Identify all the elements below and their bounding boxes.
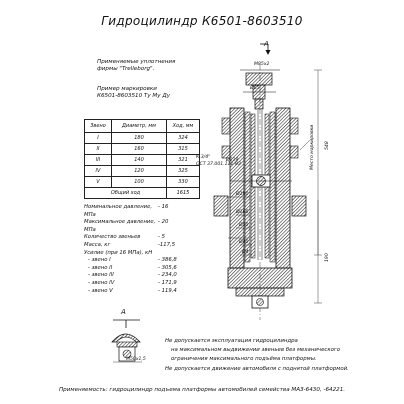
lower-section [213, 195, 307, 309]
dim-m50: М50х1,5 [126, 357, 146, 362]
spec-row: Максимальное давление, МПа- 20 [84, 219, 169, 233]
spec-row: - звено IV- 171,9 [88, 279, 177, 286]
spec-row: - звено II- 305,6 [88, 264, 177, 271]
marking-line1: Пример маркировки [97, 86, 157, 92]
marking-line2: К6501-8603510 Ту Му Ду [97, 93, 171, 99]
spec-row: Масса, кг-117,5 [84, 241, 176, 248]
note-line: ограничения максимального подъёма платфо… [171, 356, 317, 363]
view-label: A [264, 40, 269, 48]
dim-thread: К 3/4" [196, 155, 211, 160]
dim-d219: Ø219 [226, 158, 239, 163]
note-line: Не допускается движение автомобиля с под… [165, 365, 349, 372]
dim-d40: Ø40 [239, 240, 249, 245]
total-stroke-label: Общий ход [84, 187, 167, 199]
marking-example: Пример маркировки К6501-8603510 Ту Му Ду [97, 86, 170, 100]
spec-row: - звено III- 234,0 [88, 272, 177, 279]
spec-row: Усилие (при 16 МПа), кН [84, 249, 153, 256]
dim-m85: М85х2 [254, 62, 270, 67]
dim-d4: Ø4 [242, 250, 249, 255]
total-stroke-value: 1615 [166, 187, 200, 199]
dim-length-548: 548 [325, 141, 330, 150]
table-total-row: Общий ход 1615 [84, 187, 200, 199]
applicability-note: Применяемость: гидроцилиндр подъема плат… [58, 387, 346, 393]
dim-d50: Ø50 [239, 223, 249, 228]
operating-notes: Не допускается эксплуатация гидроцилиндр… [165, 337, 349, 374]
dim-d160: Ø160 [236, 210, 249, 215]
seal-note-line1: Применяемые уплотнения [97, 59, 176, 65]
dim-ost: ОСТ 37.001.111-83 [196, 162, 241, 167]
note-line: Не допускается эксплуатация гидроцилиндр… [165, 338, 298, 344]
detail-view [111, 319, 142, 363]
dimension-lines [228, 69, 322, 304]
dim-d180: Ø180 [236, 192, 249, 197]
seal-note: Применяемые уплотнения фирмы "Trelleborg… [97, 59, 175, 73]
drawing-title: Гидроцилиндр К6501-8603510 [101, 14, 303, 28]
trunnion [230, 174, 292, 188]
spec-list: Номинальное давление, МПа- 16 Максимальн… [84, 204, 188, 295]
note-line: на максимальном выдвижении звеньев без м… [171, 347, 341, 354]
detail-view-label: A [121, 308, 126, 316]
cylinder-head [240, 69, 280, 110]
dim-d65: Ø65 [250, 86, 260, 91]
spec-row: Количество звеньев- 5 [84, 234, 165, 241]
view-arrow-a [260, 43, 271, 55]
seal-note-line2: фирмы "Trelleborg". [97, 66, 155, 72]
marking-place-note: Место маркировки [310, 124, 315, 170]
dim-length-190: 190 [325, 253, 330, 262]
spec-row: - звено V- 119,4 [88, 287, 177, 294]
stroke-table-header: Звено Диаметр, мм Ход, мм [84, 119, 200, 133]
spec-row: Номинальное давление, МПа- 16 [84, 204, 169, 218]
spec-row: - звено I- 386,8 [88, 257, 177, 264]
